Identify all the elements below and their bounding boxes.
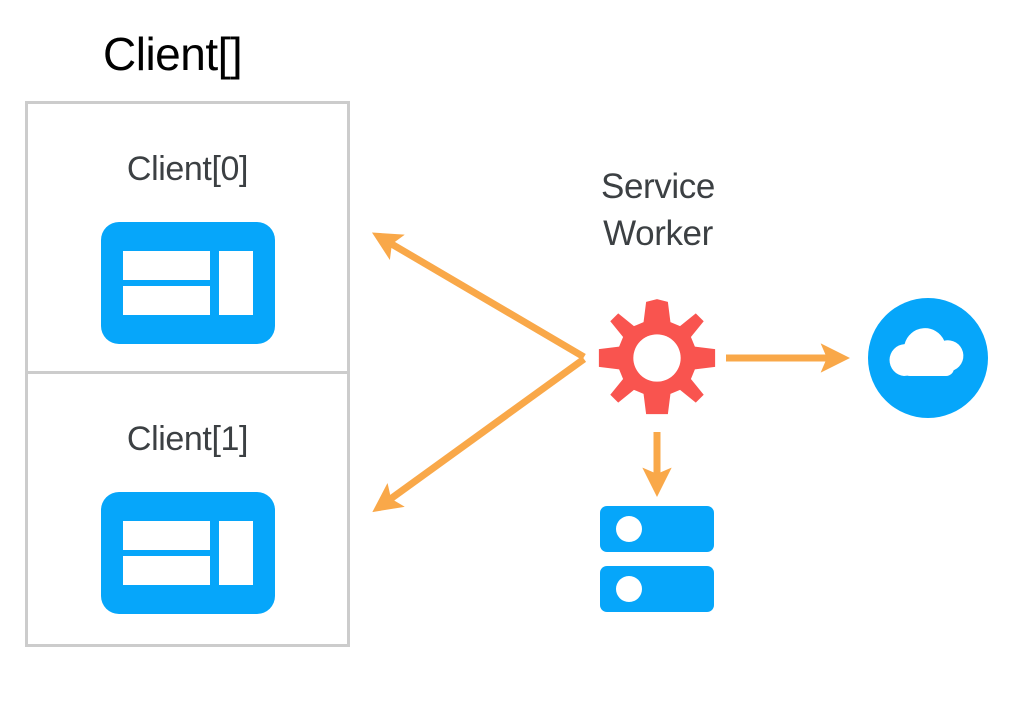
arrow-sw-to-client0 <box>371 232 586 361</box>
service-worker-label-line2: Worker <box>603 214 713 253</box>
clients-container: Client[0] Client[1] <box>25 101 350 647</box>
cloud-icon <box>868 298 988 418</box>
server-database-icon <box>600 506 714 614</box>
client-1-label: Client[1] <box>126 420 249 458</box>
client-0-label: Client[0] <box>126 150 249 188</box>
page-title: Client[] <box>103 28 243 80</box>
browser-window-icon <box>100 222 275 344</box>
service-worker-label-line1: Service <box>601 167 715 206</box>
client-cell-1[interactable]: Client[1] <box>28 374 347 644</box>
service-worker-label: Service Worker <box>556 163 760 257</box>
browser-window-icon <box>100 492 275 614</box>
client-cell-0[interactable]: Client[0] <box>28 104 347 374</box>
gear-icon <box>593 294 721 422</box>
arrow-sw-to-client1 <box>372 356 587 513</box>
